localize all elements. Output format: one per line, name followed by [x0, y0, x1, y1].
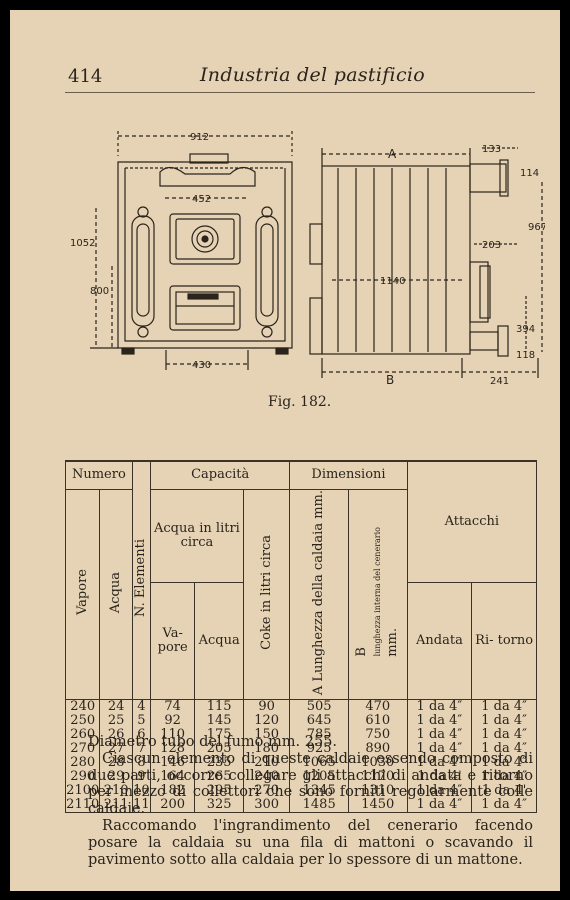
th-attacchi: Attacchi [406, 459, 538, 583]
dim-114: 114 [520, 168, 539, 179]
dim-394: 394 [516, 324, 535, 335]
page-header: 414 Industria del pastificio [10, 60, 560, 94]
table-body-row: 240 250 260 270 280 290 2100 2110 24 25 … [64, 698, 537, 813]
body-text: Diametro tubo del fumo mm. 255. Ciascun … [88, 734, 533, 868]
th-elementi: N. Elementi [131, 459, 151, 700]
th-ritorno: Ri- torno [471, 581, 537, 700]
dim-b: B [386, 373, 394, 387]
col-elementi: 4 5 6 7 8 9 10 11 [131, 698, 151, 813]
dim-118: 118 [516, 350, 535, 361]
th-va-pore: Va- pore [149, 581, 196, 700]
col-coke: 90 120 150 180 210 240 270 300 [242, 698, 291, 813]
dim-430: 430 [192, 360, 211, 371]
th-numero: Numero [65, 460, 133, 490]
th-acqua: Acqua [99, 488, 133, 700]
th-acqua-2: Acqua [194, 581, 244, 700]
dim-800: 800 [90, 286, 109, 297]
front-view [90, 131, 293, 370]
th-lunghezza: A Lunghezza della caldaia mm. [289, 488, 349, 700]
dim-241: 241 [490, 376, 509, 387]
page-number: 414 [68, 66, 103, 87]
col-cap-vapore: 74 92 110 128 146 164 182 200 [149, 698, 196, 813]
th-capacita: Capacità [149, 460, 291, 490]
dim-452: 452 [192, 194, 211, 205]
dim-967: 967 [528, 222, 545, 233]
header-rule [65, 92, 535, 93]
col-num-vapore: 240 250 260 270 280 290 2100 2110 [64, 698, 101, 813]
boiler-table: Numero N. Elementi Capacità Dimensioni A… [64, 459, 538, 813]
dim-133: 133 [482, 144, 501, 155]
book-page: 414 Industria del pastificio [10, 10, 560, 891]
figure-caption: Fig. 182. [268, 394, 332, 410]
col-cap-acqua: 115 145 175 205 235 265 295 325 [194, 698, 244, 813]
dim-203: 203 [482, 240, 501, 251]
running-title: Industria del pastificio [200, 64, 425, 86]
col-andata: 1 da 4″ 1 da 4″ 1 da 4″ 1 da 4″ 1 da 4″ … [406, 698, 473, 813]
dim-1140: 1140 [380, 276, 405, 287]
th-dimensioni: Dimensioni [289, 460, 408, 490]
boiler-drawing: 912 452 1052 800 430 A 133 114 967 203 1… [70, 131, 545, 387]
side-view [309, 147, 543, 378]
paragraph-diametro: Diametro tubo del fumo mm. 255. [88, 734, 338, 750]
col-ritorno: 1 da 4″ 1 da 4″ 1 da 4″ 1 da 4″ 1 da 4″ … [471, 698, 537, 813]
th-coke: Coke in litri circa [242, 488, 291, 700]
dim-a: A [388, 147, 397, 161]
th-b: B lunghezza interna del cenerario mm. [347, 488, 408, 700]
col-dim-b: 470 610 750 890 1030 1170 1310 1450 [347, 698, 408, 813]
dim-1052: 1052 [70, 238, 95, 249]
th-vapore: Vapore [64, 488, 101, 700]
paragraph-cenerario: Raccomando l'ingrandimento del cenerario… [88, 817, 533, 868]
paragraph-elementi: Ciascun elemento di queste caldaie essen… [88, 750, 533, 818]
th-andata: Andata [406, 581, 473, 700]
th-acqua-litri: Acqua in litri circa [149, 488, 244, 583]
dim-912: 912 [190, 132, 209, 143]
